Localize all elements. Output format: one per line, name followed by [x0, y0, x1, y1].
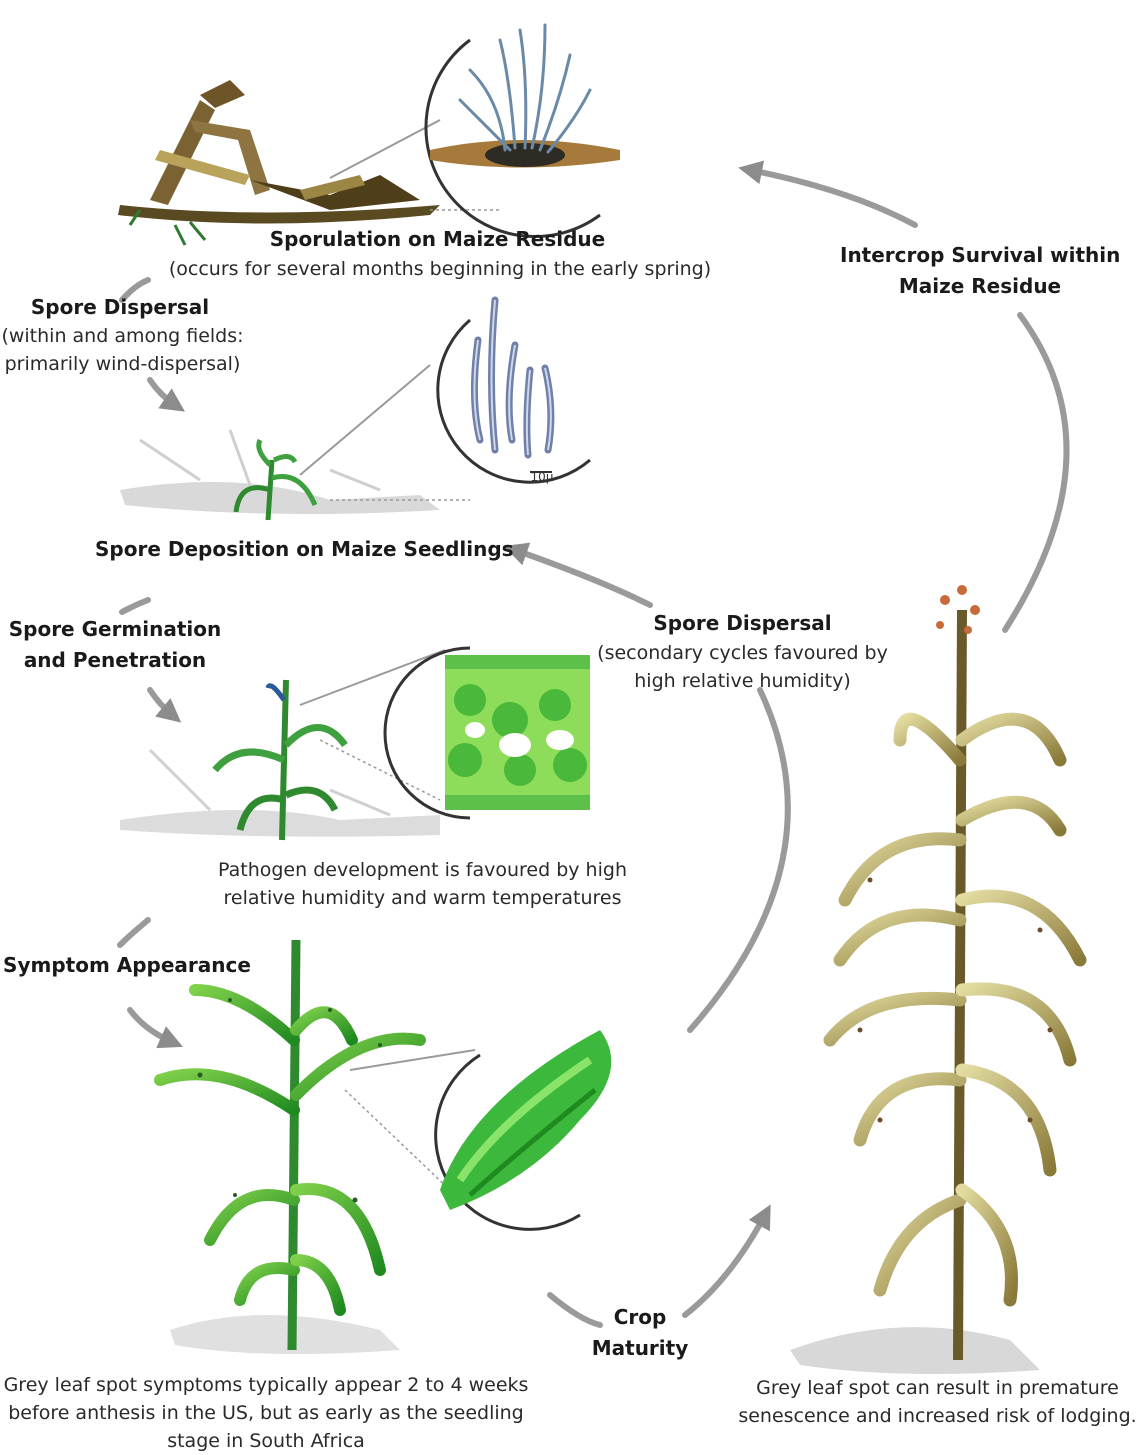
intercrop-survival-title: Intercrop Survival within Maize Residue	[840, 240, 1120, 302]
scale-bar-label: 10μ	[522, 470, 562, 484]
cycle-arrows	[120, 170, 1067, 1325]
young-plant-drawing	[120, 680, 440, 840]
symptom-appearance-title: Symptom Appearance	[2, 950, 252, 981]
sporulation-note: (occurs for several months beginning in …	[150, 255, 730, 283]
maize-residue-drawing	[118, 80, 440, 245]
senescence-note: Grey leaf spot can result in premature s…	[735, 1374, 1140, 1430]
spore-germination-title: Spore Germination and Penetration	[5, 614, 225, 676]
seedling-drawing	[120, 430, 440, 520]
sporulation-title: Sporulation on Maize Residue	[170, 224, 705, 255]
spore-dispersal-secondary-note: (secondary cycles favoured by high relat…	[590, 639, 895, 695]
spore-deposition-title: Spore Deposition on Maize Seedlings	[95, 534, 500, 565]
spore-dispersal-primary-note: (within and among fields: primarily wind…	[0, 322, 245, 378]
symptomatic-plant-drawing	[160, 940, 420, 1354]
spore-dispersal-secondary-title: Spore Dispersal	[640, 608, 845, 639]
symptom-timing-note: Grey leaf spot symptoms typically appear…	[0, 1371, 532, 1455]
crop-maturity-title: Crop Maturity	[580, 1302, 700, 1364]
mature-plant-drawing	[790, 585, 1080, 1374]
pathogen-development-note: Pathogen development is favoured by high…	[200, 856, 645, 912]
lesion-magnified-circle	[345, 1030, 611, 1229]
spore-dispersal-primary-title: Spore Dispersal	[15, 292, 225, 323]
leaf-tissue-magnified-circle	[300, 648, 590, 818]
